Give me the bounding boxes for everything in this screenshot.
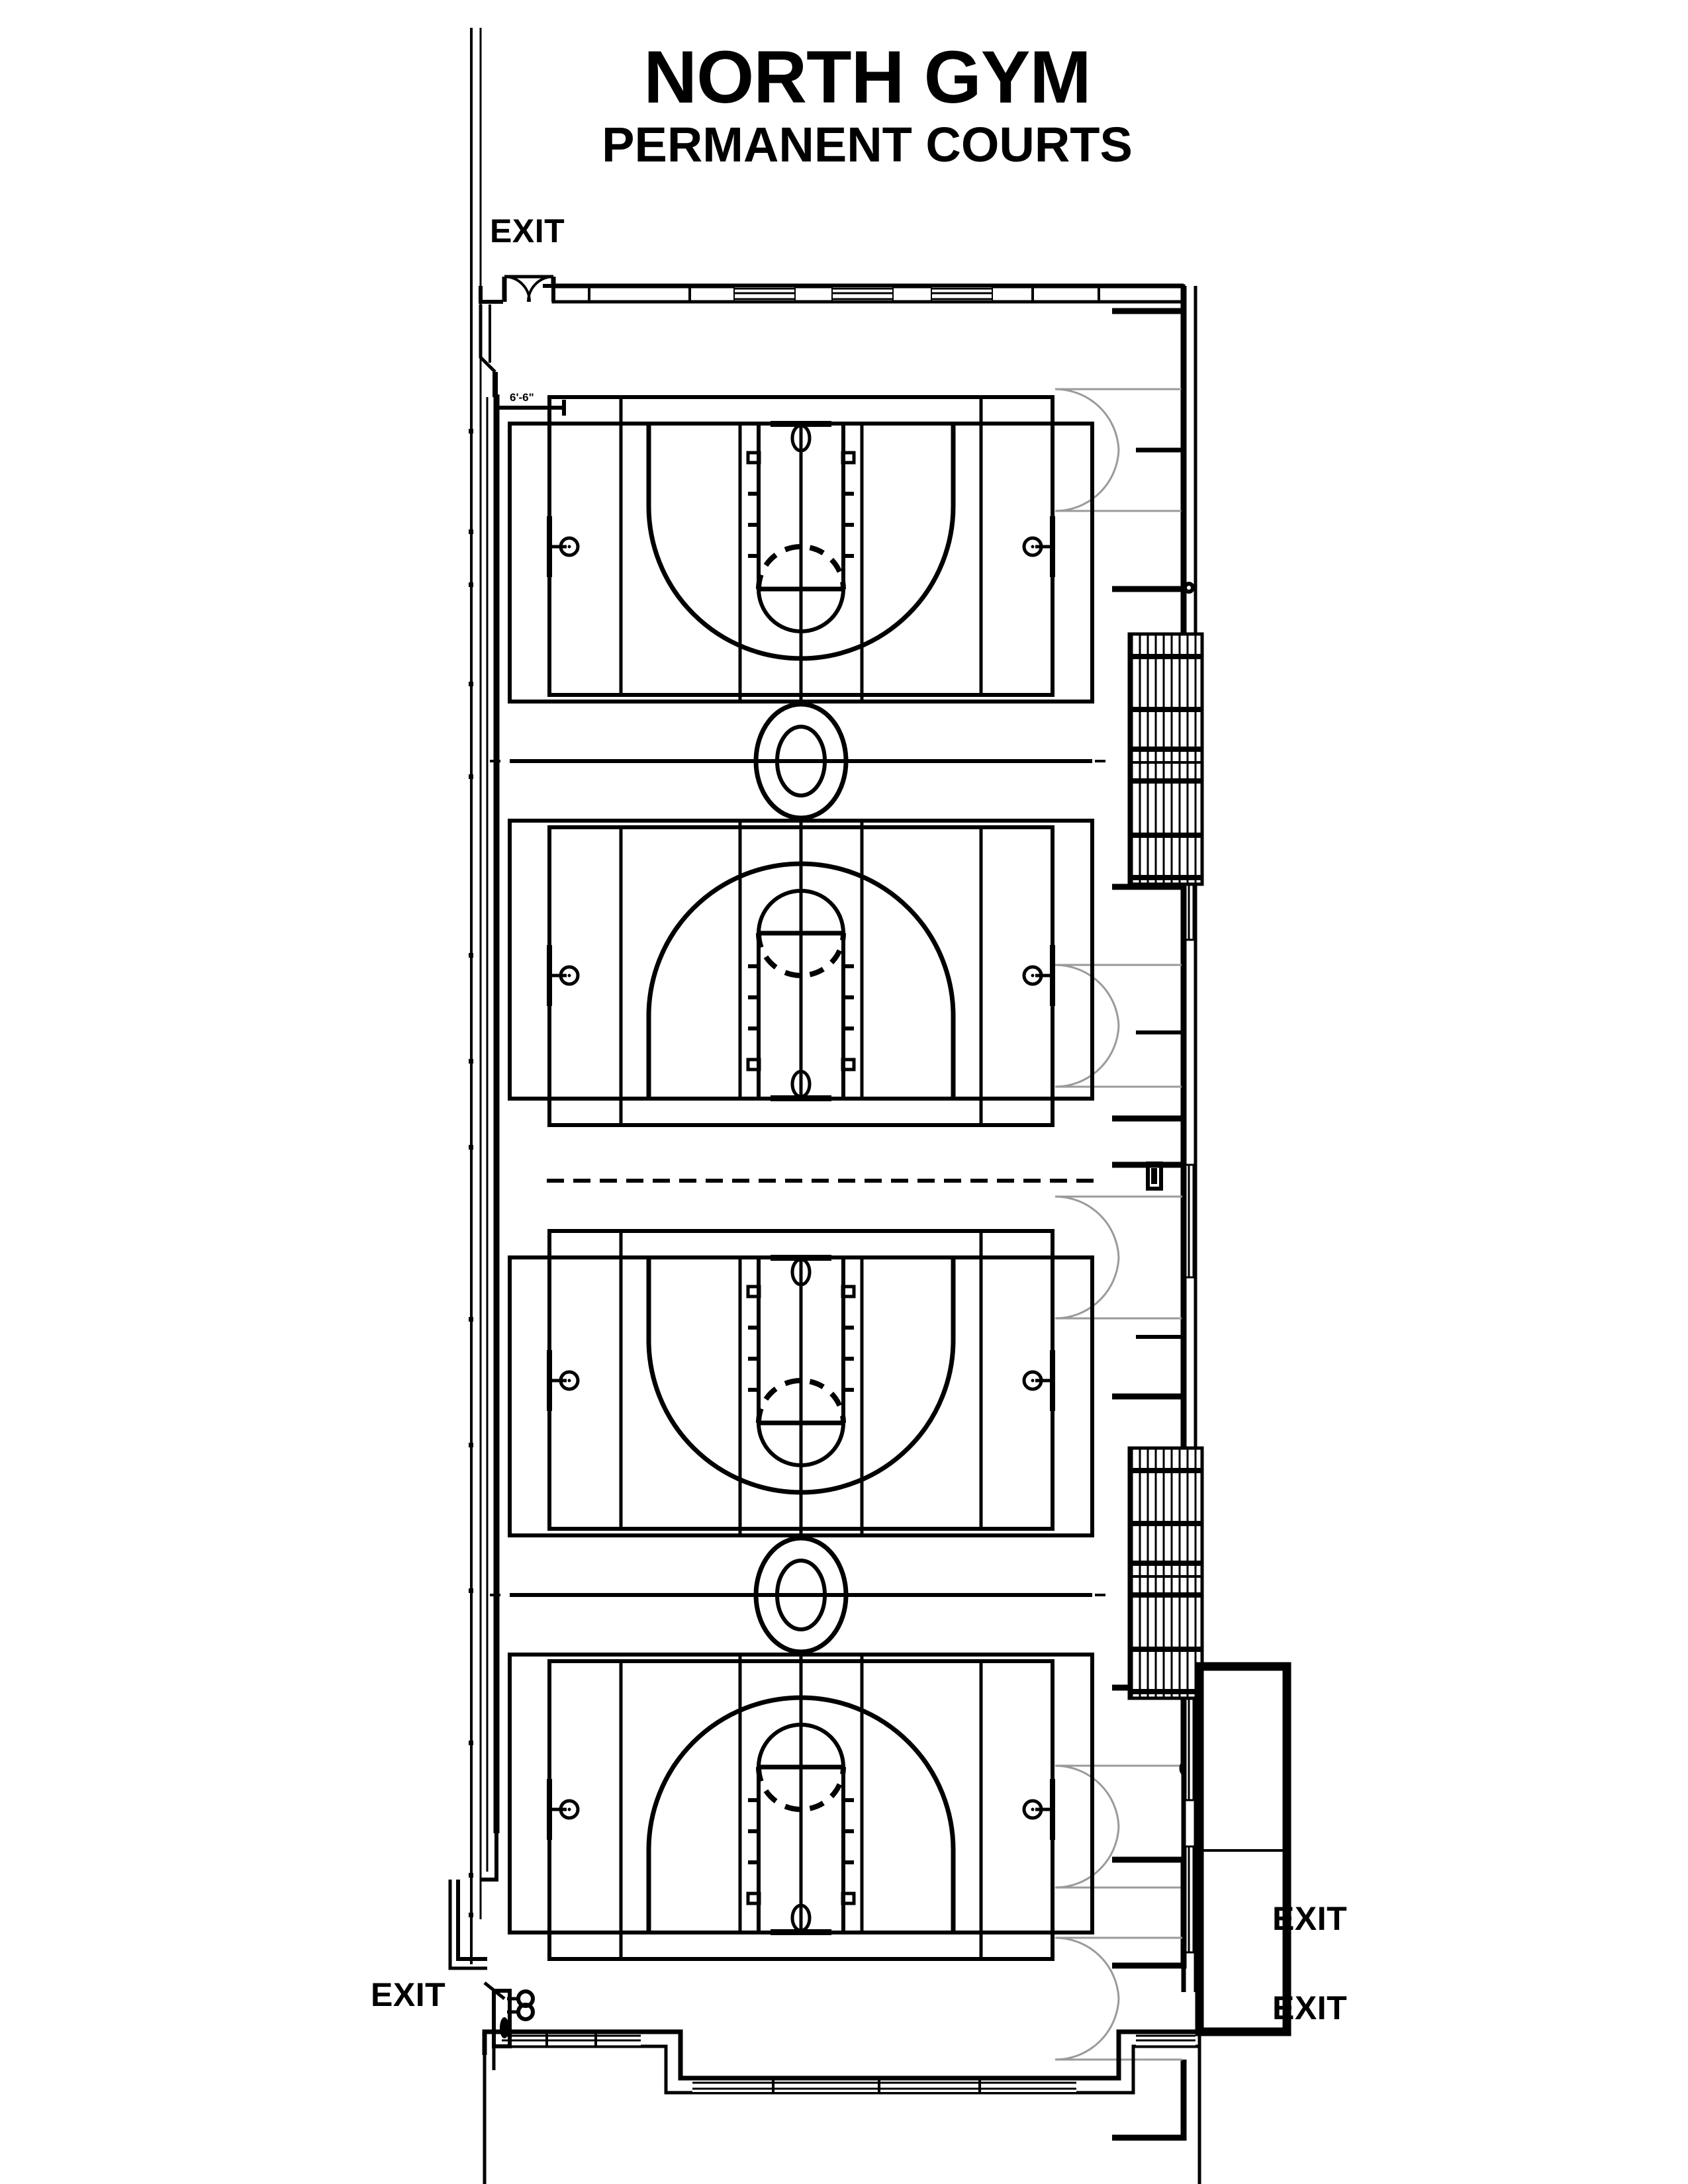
wall-north: [543, 283, 1186, 304]
vestibule-north-west: [479, 275, 556, 397]
dimension-text: 6'-6": [510, 391, 534, 404]
wall-south: [482, 2029, 1201, 2184]
court-4: [510, 1655, 1092, 1959]
door-alcove-4[interactable]: [1055, 1688, 1184, 1966]
exit-label-north-west: EXIT: [490, 212, 565, 250]
bleachers-upper: [1127, 632, 1204, 886]
exit-label-south-east-upper: EXIT: [1272, 1900, 1348, 1937]
exit-door-south-west[interactable]: [483, 1981, 535, 2048]
wall-west: [481, 394, 500, 1882]
east-partitions: [1136, 311, 1186, 1456]
exit-label-south-west: EXIT: [371, 1976, 446, 2013]
wall-fixture-east-1: [1183, 582, 1195, 594]
door-alcove-2[interactable]: [1055, 887, 1184, 1165]
court-1: [510, 397, 1092, 702]
corner-stub-south-west: [448, 1880, 487, 1970]
center-court-south: [490, 1535, 1112, 1655]
fire-extinguisher-cabinet: [1146, 1161, 1163, 1191]
door-alcove-5[interactable]: [1055, 1860, 1184, 2138]
dimension-annotation: 6'-6": [494, 391, 566, 416]
exit-door-north-west[interactable]: [504, 275, 554, 302]
center-court-north: [490, 702, 1112, 821]
corridor-room: [1195, 1662, 1291, 2036]
window-wall-north: [735, 287, 992, 300]
window-wall-south: [502, 2034, 1196, 2092]
exit-label-south-east-lower: EXIT: [1272, 1989, 1348, 2026]
grid-reference-line: [469, 28, 482, 1964]
court-3: [510, 1231, 1092, 1535]
bleachers-lower: [1127, 1446, 1204, 1700]
court-2: [510, 821, 1092, 1125]
